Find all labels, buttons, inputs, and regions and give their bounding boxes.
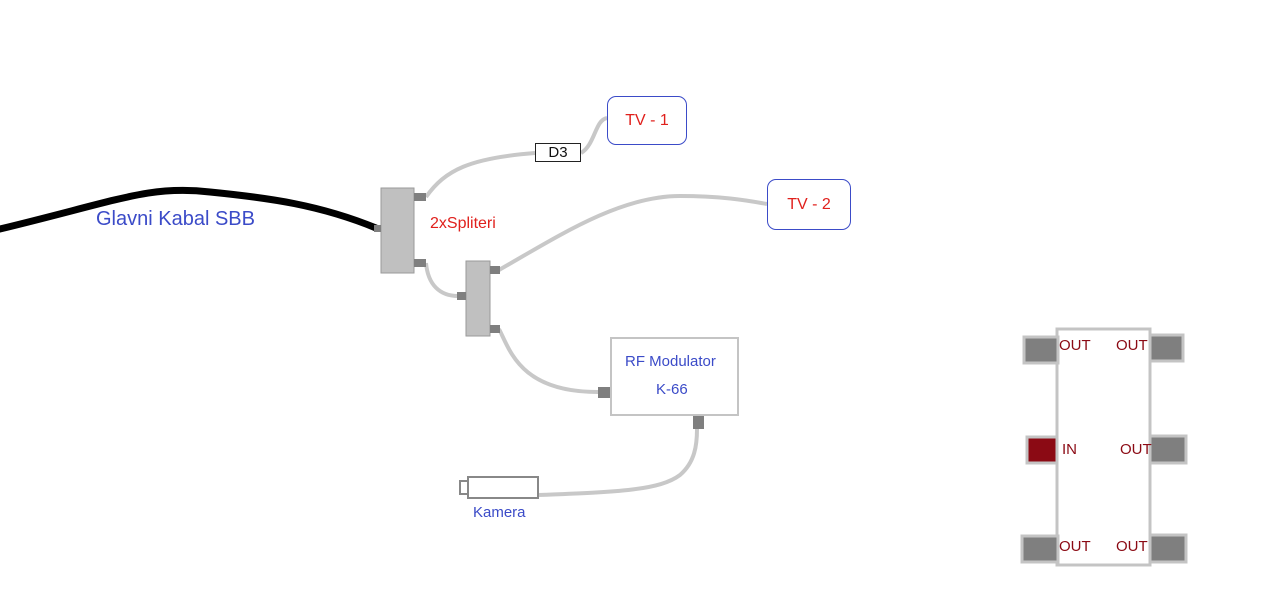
tv-2-box: TV - 2 bbox=[767, 179, 851, 230]
tv-1-box: TV - 1 bbox=[607, 96, 687, 145]
box-port-label: OUT bbox=[1059, 538, 1091, 555]
main-cable-label: Glavni Kabal SBB bbox=[96, 208, 255, 230]
main-cable bbox=[0, 186, 380, 233]
box-port-in bbox=[1025, 435, 1059, 465]
camera-lens bbox=[459, 480, 469, 495]
splitter-1-out-port-bottom bbox=[414, 259, 426, 267]
box-port-label: OUT bbox=[1116, 337, 1148, 354]
box-port-label: OUT bbox=[1120, 441, 1152, 458]
cable-d3-to-tv1 bbox=[579, 116, 608, 155]
splitter-2-out-port-top bbox=[490, 266, 500, 274]
box-port-out-top-right bbox=[1148, 333, 1185, 363]
rf-camera-port bbox=[693, 416, 704, 429]
box-port-out-bottom-left bbox=[1020, 534, 1060, 564]
splitter-2-out-port-bottom bbox=[490, 325, 500, 333]
splitter-2 bbox=[465, 260, 491, 337]
rf-in-port bbox=[598, 387, 611, 398]
tv-1-label: TV - 1 bbox=[625, 111, 669, 129]
box-port-label: IN bbox=[1062, 441, 1077, 458]
cable-splitter2-to-rf bbox=[497, 328, 599, 394]
rf-modulator-box: RF Modulator K-66 bbox=[610, 337, 739, 416]
camera-body bbox=[467, 476, 539, 499]
box-port-out-top-left bbox=[1022, 335, 1060, 365]
splitter-1 bbox=[380, 187, 415, 274]
cable-splitter1-to-d3 bbox=[424, 151, 536, 199]
splitter-1-in-port bbox=[374, 225, 381, 232]
box-port-label: OUT bbox=[1116, 538, 1148, 555]
splitter-1-out-port-top bbox=[414, 193, 426, 201]
splitter-2-in-port bbox=[457, 292, 466, 300]
splitter-box bbox=[1055, 327, 1152, 567]
box-port-out-mid-right bbox=[1148, 434, 1188, 465]
cable-splitter2-to-tv2 bbox=[498, 193, 768, 272]
cable-splitter1-to-splitter2 bbox=[424, 262, 459, 298]
box-port-label: OUT bbox=[1059, 337, 1091, 354]
rf-modulator-title: RF Modulator bbox=[625, 353, 716, 370]
attenuator-d3: D3 bbox=[535, 143, 581, 162]
box-port-out-bottom-right bbox=[1148, 533, 1188, 564]
camera-label: Kamera bbox=[473, 504, 526, 521]
tv-2-label: TV - 2 bbox=[787, 195, 831, 213]
cable-camera-to-rf bbox=[537, 428, 699, 497]
splitters-label: 2xSpliteri bbox=[430, 215, 496, 232]
rf-modulator-channel: K-66 bbox=[656, 381, 688, 398]
